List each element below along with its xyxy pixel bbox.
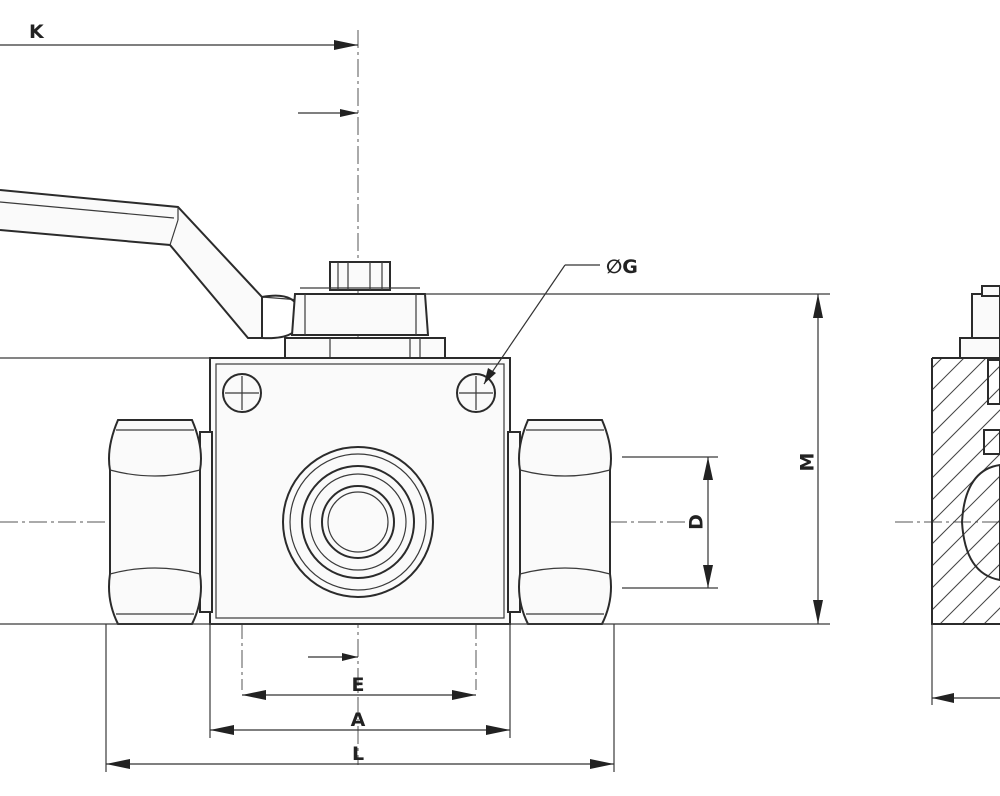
- lever-handle: [0, 189, 302, 340]
- dimension-labels: K ∅G M D E A L: [29, 21, 819, 765]
- label-e: E: [352, 674, 365, 696]
- mounting-holes: [222, 373, 496, 413]
- dimension-k: [0, 40, 358, 117]
- dimension-g: [483, 264, 600, 385]
- right-hex-fitting: [507, 419, 612, 625]
- center-port: [282, 446, 434, 598]
- label-k: K: [29, 21, 45, 43]
- label-a: A: [351, 709, 366, 731]
- left-hex-fitting: [108, 419, 213, 625]
- section-view: [931, 285, 1000, 705]
- dimension-l: [105, 624, 615, 772]
- stem-assembly: [284, 261, 446, 359]
- valve-body: [0, 357, 511, 625]
- label-l: L: [352, 743, 364, 765]
- label-m: M: [797, 453, 819, 472]
- label-d: D: [686, 514, 708, 530]
- dimension-m: [425, 293, 830, 624]
- label-g: ∅G: [606, 256, 638, 278]
- dimension-d: [622, 456, 718, 589]
- dimension-a: [209, 624, 511, 738]
- dimension-e: [242, 653, 476, 700]
